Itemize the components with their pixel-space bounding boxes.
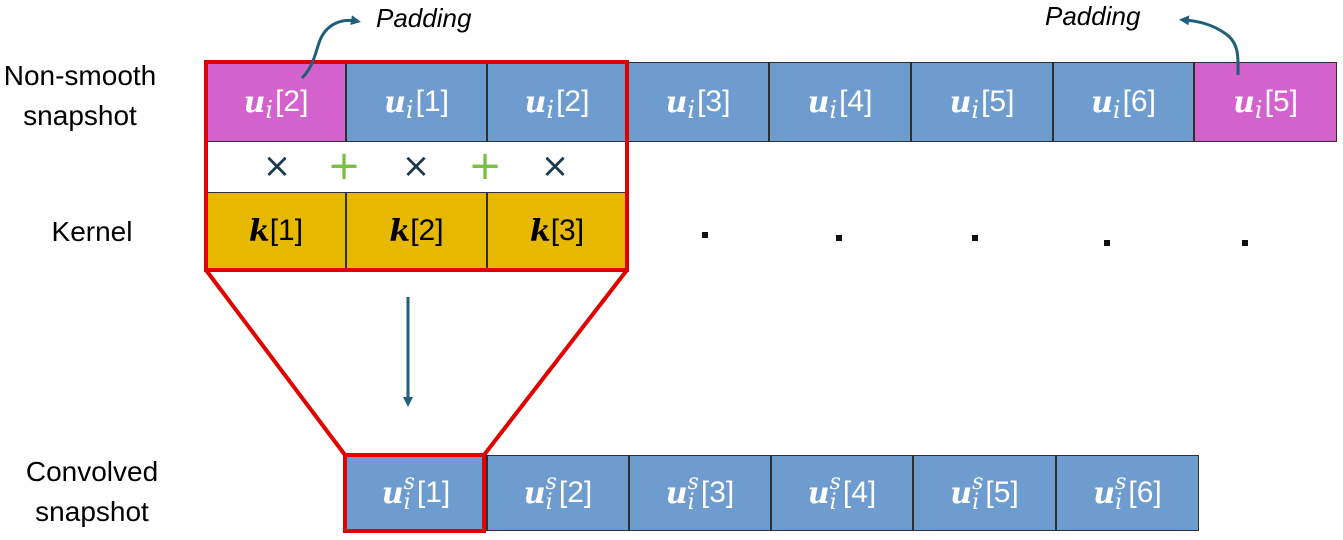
u-symbol: u <box>807 475 830 511</box>
times-operator: × <box>262 146 292 186</box>
cell-index: [3] <box>697 85 731 118</box>
k-symbol: k <box>389 213 411 249</box>
cell-index: [5] <box>1264 85 1298 118</box>
u-symbol: u <box>243 84 266 120</box>
cell-index: [4] <box>839 85 873 118</box>
i-subscript: i <box>829 490 837 515</box>
cell-index: [2] <box>558 476 593 509</box>
continuation-dot <box>1104 240 1110 246</box>
cell-index: [6] <box>1122 85 1156 118</box>
s-superscript: s <box>972 470 984 495</box>
u-symbol: u <box>384 84 406 120</box>
u-symbol: u <box>1093 475 1116 511</box>
cell-index: [3] <box>550 214 585 247</box>
s-superscript: s <box>687 470 699 495</box>
kernel-cell: k[3] <box>487 192 627 270</box>
cell-index: [1] <box>416 476 451 509</box>
u-symbol: u <box>1091 84 1113 120</box>
u-symbol: u <box>665 475 688 511</box>
cell-index: [4] <box>842 476 877 509</box>
nonsmooth-label-line1: Non-smooth <box>3 60 157 91</box>
u-symbol: u <box>665 84 688 120</box>
i-subscript: i <box>829 96 838 124</box>
cell-index: [5] <box>981 85 1015 118</box>
plus-operator: + <box>468 143 502 189</box>
u-symbol: u <box>949 84 972 120</box>
kernel-cell: k[2] <box>346 192 487 270</box>
kernel-cell: k[1] <box>206 192 346 270</box>
u-symbol: u <box>523 475 546 511</box>
i-subscript: i <box>403 490 411 515</box>
times-operator: × <box>540 146 570 186</box>
nonsmooth-snapshot-label: Non-smooth snapshot <box>0 56 160 136</box>
cell-index: [6] <box>1128 476 1162 509</box>
i-subscript: i <box>971 96 980 124</box>
i-subscript: i <box>405 96 414 124</box>
i-subscript: i <box>545 490 553 515</box>
plus-operator: + <box>327 143 361 189</box>
padding-label-right: Padding <box>1045 1 1141 31</box>
cell-index: [2] <box>410 214 444 247</box>
i-subscript: i <box>265 96 274 124</box>
u-symbol: u <box>524 84 547 120</box>
convolved-label-line2: snapshot <box>35 496 149 527</box>
i-subscript: i <box>972 490 980 515</box>
projection-line-right <box>482 268 629 457</box>
s-superscript: s <box>1115 470 1127 495</box>
u-symbol: u <box>1233 84 1255 120</box>
cell-index: [1] <box>415 85 449 118</box>
continuation-dot <box>836 235 842 241</box>
times-operator: × <box>401 146 431 186</box>
projection-line-left <box>204 268 347 457</box>
i-subscript: i <box>687 490 695 515</box>
k-symbol: k <box>529 213 551 249</box>
convolved-snapshot-label: Convolved snapshot <box>22 452 162 532</box>
kernel-label: Kernel <box>51 216 133 247</box>
u-symbol: u <box>381 475 404 511</box>
i-subscript: i <box>1254 96 1263 124</box>
i-subscript: i <box>1115 490 1123 515</box>
nonsmooth-label-line2: snapshot <box>23 100 137 131</box>
cell-index: [2] <box>275 85 309 118</box>
continuation-dot <box>702 232 708 238</box>
cell-index: [1] <box>269 214 304 247</box>
continuation-dot <box>1242 240 1248 246</box>
i-subscript: i <box>1112 96 1121 124</box>
s-superscript: s <box>829 470 841 495</box>
u-symbol: u <box>950 475 973 511</box>
padding-label-left: Padding <box>376 3 472 33</box>
cell-index: [2] <box>556 85 590 118</box>
cell-index: [3] <box>700 476 735 509</box>
continuation-dot <box>972 235 978 241</box>
s-superscript: s <box>545 470 557 495</box>
i-subscript: i <box>687 96 696 124</box>
k-symbol: k <box>248 213 270 249</box>
u-symbol: u <box>807 84 830 120</box>
i-subscript: i <box>546 96 555 124</box>
convolved-label-line1: Convolved <box>25 456 159 487</box>
cell-index: [5] <box>985 476 1019 509</box>
